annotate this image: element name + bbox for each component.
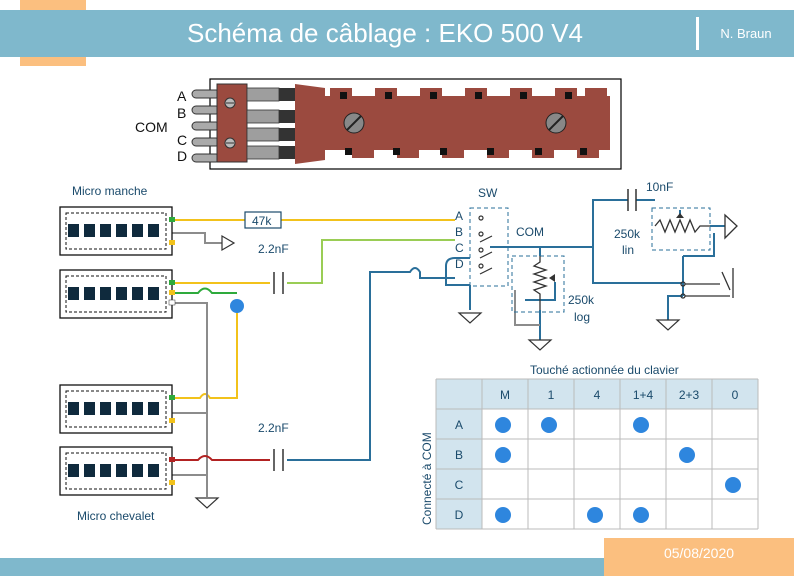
output-jack [680, 268, 734, 299]
table-column-header: 1+4 [633, 388, 654, 402]
table-dot [495, 447, 511, 463]
pot-lin-outline [651, 207, 711, 251]
pot-log-resistor [531, 256, 549, 310]
table-column-header: 0 [732, 388, 739, 402]
pole-piece [68, 287, 79, 300]
table-column-header: 4 [594, 388, 601, 402]
bank-label-com: COM [135, 119, 168, 135]
pole-piece [148, 287, 159, 300]
svg-text:B: B [455, 225, 463, 239]
pole-piece [84, 464, 95, 477]
pole-piece [100, 287, 111, 300]
bridge-pickup-label: Micro chevalet [77, 509, 155, 523]
pole-piece [116, 287, 127, 300]
footer-bar [0, 558, 794, 576]
table-dot [495, 417, 511, 433]
pole-piece [132, 402, 143, 415]
table-column-header: 1 [548, 388, 555, 402]
pole-piece [116, 402, 127, 415]
pole-piece [132, 287, 143, 300]
pole-piece [116, 464, 127, 477]
pot-lin-value: 250k [614, 227, 641, 241]
pole-piece [84, 224, 95, 237]
pickup-terminals [168, 217, 176, 485]
table-dot [633, 507, 649, 523]
svg-text:A: A [455, 209, 463, 223]
table-dot [633, 417, 649, 433]
bank-label-b: B [177, 105, 186, 121]
table-row-label: C [455, 478, 464, 492]
table-row-label: D [455, 508, 464, 522]
table-row-label: B [455, 448, 463, 462]
table-dot [587, 507, 603, 523]
pot-log-outline [511, 255, 565, 313]
pole-piece [68, 224, 79, 237]
table-side-label: Connecté à COM [420, 432, 434, 525]
table-row-label: A [455, 418, 463, 432]
switch-pin-labels: A B C D [455, 209, 464, 271]
neck-pickup-label: Micro manche [72, 184, 148, 198]
pot-log-type: log [574, 310, 590, 324]
bank-label-c: C [177, 132, 187, 148]
pole-pieces [68, 224, 159, 477]
output-jack-tip [724, 213, 738, 240]
pot-log-value: 250k [568, 293, 595, 307]
resistor-label: 47k [252, 214, 272, 228]
table-title: Touché actionnée du clavier [530, 363, 679, 377]
page-title: Schéma de câblage : EKO 500 V4 [186, 18, 584, 48]
footer-accent-block [604, 538, 794, 576]
pole-piece [116, 224, 127, 237]
capacitor-lower [273, 449, 284, 471]
pole-piece [84, 402, 95, 415]
cap-tone-label: 10nF [646, 180, 673, 194]
bank-label-d: D [177, 148, 187, 164]
switch-bank-graphic [191, 78, 622, 170]
switch-sw-label: SW [478, 186, 498, 200]
svg-text:D: D [455, 257, 464, 271]
pole-piece [100, 402, 111, 415]
wires [172, 199, 730, 497]
pole-piece [68, 464, 79, 477]
switch-contacts [478, 215, 493, 275]
capacitor-upper [273, 272, 284, 294]
cap-lower-label: 2.2nF [258, 421, 289, 435]
junction-dot [230, 299, 244, 313]
resistor-47k [244, 211, 282, 229]
pot-lin-type: lin [622, 243, 634, 257]
pole-piece [148, 402, 159, 415]
table-dot [541, 417, 557, 433]
pole-piece [148, 224, 159, 237]
cap-upper-label: 2.2nF [258, 242, 289, 256]
header-bar [0, 10, 794, 57]
ground-symbols [194, 234, 681, 509]
switch-bank-labels: A B COM C D [135, 88, 187, 164]
table-label-column [436, 379, 482, 529]
header-divider [696, 17, 699, 50]
pole-piece [132, 224, 143, 237]
capacitor-tone [627, 189, 637, 211]
pole-piece [100, 464, 111, 477]
switch-sw-outline [469, 207, 509, 287]
pole-piece [100, 224, 111, 237]
table-dot [495, 507, 511, 523]
pole-piece [132, 464, 143, 477]
pot-lin-resistor [654, 218, 710, 234]
table-dot [679, 447, 695, 463]
table-header-row [436, 379, 758, 409]
bank-label-a: A [177, 88, 187, 104]
pole-piece [148, 464, 159, 477]
pole-piece [68, 402, 79, 415]
table-column-header: 2+3 [679, 388, 700, 402]
switch-com-label: COM [516, 225, 544, 239]
table-column-header: M [500, 388, 510, 402]
footer-date: 05/08/2020 [663, 545, 735, 561]
truth-table: M 1 4 1+4 2+3 0A B C D [435, 378, 759, 530]
table-dot [725, 477, 741, 493]
pole-piece [84, 287, 95, 300]
author-name: N. Braun [720, 26, 772, 41]
svg-text:C: C [455, 241, 464, 255]
